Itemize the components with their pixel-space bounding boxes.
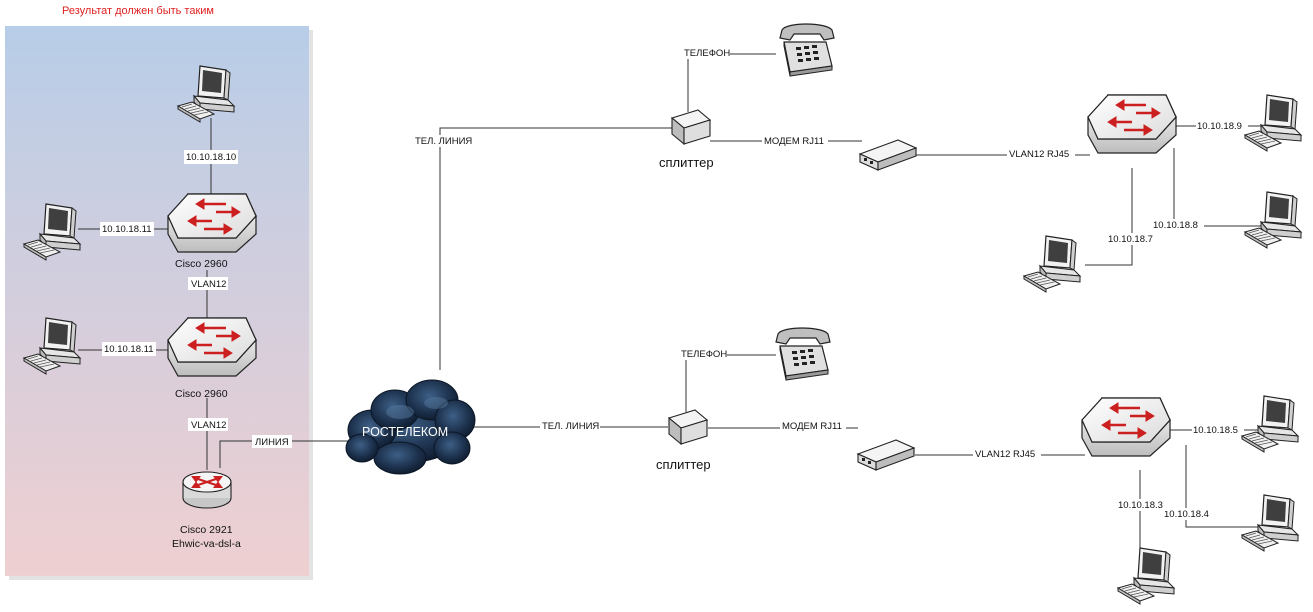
splitter-icon[interactable] (671, 109, 711, 145)
top-splitter-label: сплиттер (659, 155, 714, 170)
panel-title: Результат должен быть таким (62, 5, 214, 17)
bottom-phone-label: ТЕЛЕФОН (681, 349, 727, 360)
pc-icon[interactable] (1244, 191, 1302, 249)
bottom-branch: ТЕЛ. ЛИНИЯ ТЕЛЕФОН сплиттер МОДЕМ RJ11 V… (540, 327, 1299, 605)
top-ip-pc1: 10.10.18.9 (1197, 121, 1242, 132)
pc-icon[interactable] (1244, 94, 1302, 152)
switch1-label: Cisco 2960 (175, 258, 228, 270)
switch-icon[interactable] (1086, 93, 1178, 155)
router-icon[interactable] (182, 471, 232, 509)
cloud-icon[interactable]: РОСТЕЛЕКОМ (345, 379, 476, 475)
router-label-2: Ehwic-va-dsl-a (172, 538, 241, 550)
switch-icon[interactable] (166, 192, 258, 254)
pc-icon[interactable] (1241, 494, 1299, 552)
bottom-ip-pc3: 10.10.18.3 (1118, 500, 1163, 511)
ip-label-top: 10.10.18.10 (186, 152, 236, 163)
top-phone-label: ТЕЛЕФОН (684, 48, 730, 59)
bottom-ip-pc1: 10.10.18.5 (1193, 425, 1238, 436)
vlan-label-between: VLAN12 (191, 279, 226, 290)
ip-label-low: 10.10.18.11 (104, 344, 153, 355)
router-line-label: ЛИНИЯ (255, 437, 289, 448)
splitter-icon[interactable] (668, 409, 708, 445)
pc-icon[interactable] (1117, 547, 1175, 605)
phone-icon[interactable] (775, 327, 831, 381)
top-ip-pc3: 10.10.18.7 (1108, 234, 1153, 245)
bottom-splitter-label: сплиттер (656, 457, 711, 472)
top-line-label: ТЕЛ. ЛИНИЯ (415, 136, 472, 147)
modem-icon[interactable] (859, 139, 917, 171)
cloud-label: РОСТЕЛЕКОМ (362, 425, 448, 439)
bottom-ip-pc2: 10.10.18.4 (1164, 509, 1209, 520)
bottom-line-label: ТЕЛ. ЛИНИЯ (542, 421, 599, 432)
vlan-label-router: VLAN12 (191, 420, 226, 431)
panel-background (5, 26, 309, 576)
modem-icon[interactable] (857, 439, 915, 471)
top-switch-link-label: VLAN12 RJ45 (1009, 149, 1069, 160)
phone-icon[interactable] (779, 23, 835, 77)
switch-icon[interactable] (166, 316, 258, 378)
reference-panel: Результат должен быть таким 10.10.18.10 … (5, 5, 350, 580)
router-label-1: Cisco 2921 (180, 524, 233, 536)
pc-icon[interactable] (1241, 395, 1299, 453)
pc-icon[interactable] (1023, 235, 1081, 293)
ip-label-mid: 10.10.18.11 (102, 224, 151, 235)
bottom-switch-link-label: VLAN12 RJ45 (975, 449, 1035, 460)
top-modem-link-label: МОДЕМ RJ11 (764, 136, 824, 147)
top-branch: ТЕЛ. ЛИНИЯ ТЕЛЕФОН сплиттер МОДЕМ RJ11 V… (413, 23, 1302, 293)
top-ip-pc2: 10.10.18.8 (1153, 220, 1198, 231)
switch-icon[interactable] (1080, 396, 1172, 458)
bottom-modem-link-label: МОДЕМ RJ11 (782, 421, 842, 432)
switch2-label: Cisco 2960 (175, 388, 228, 400)
